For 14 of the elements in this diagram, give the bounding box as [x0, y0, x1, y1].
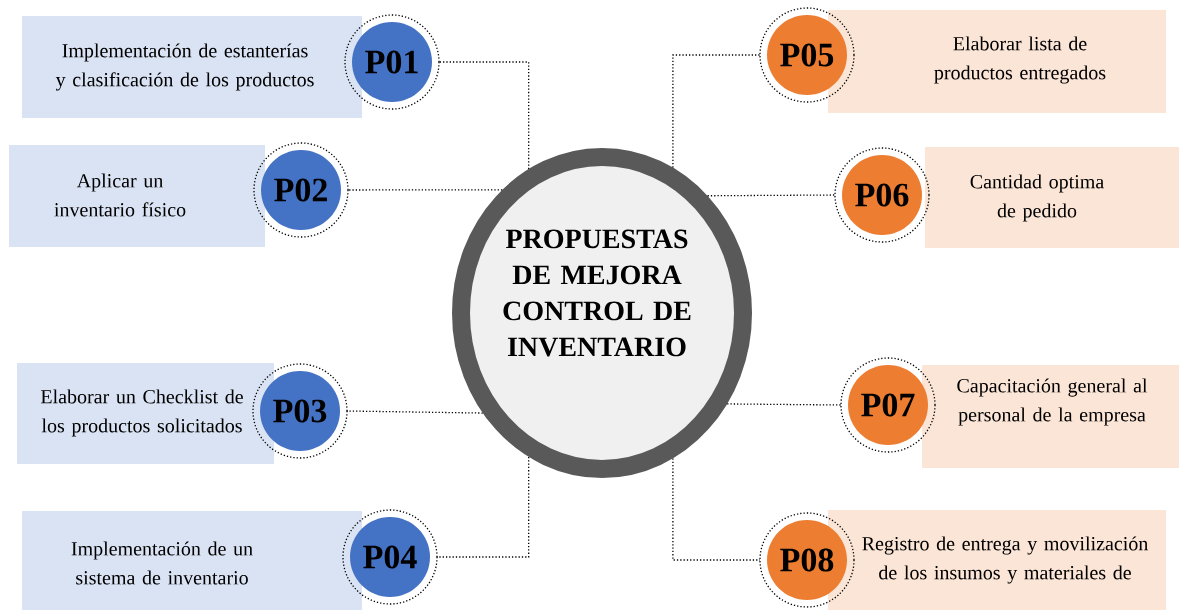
text-box: Aplicar un inventario físico: [9, 145, 265, 247]
text-box: Capacitación general al personal de la empresa: [922, 365, 1179, 468]
connector-line: [672, 54, 761, 169]
connector-line: [436, 456, 530, 558]
text-box: Cantidad optima de pedido: [925, 147, 1179, 248]
text-box: Implementación de estanterías y clasificación de los productos: [22, 16, 362, 118]
text-box: Implementación de un sistema de inventario: [22, 511, 362, 610]
connector-line: [438, 61, 530, 170]
connector-line: [347, 189, 503, 191]
connector-line: [706, 194, 836, 197]
connector-line: [346, 410, 484, 414]
connector-line: [672, 457, 761, 561]
connector-line: [726, 403, 842, 406]
text-box: Elaborar un Checklist de los productos solicitados: [17, 363, 274, 464]
